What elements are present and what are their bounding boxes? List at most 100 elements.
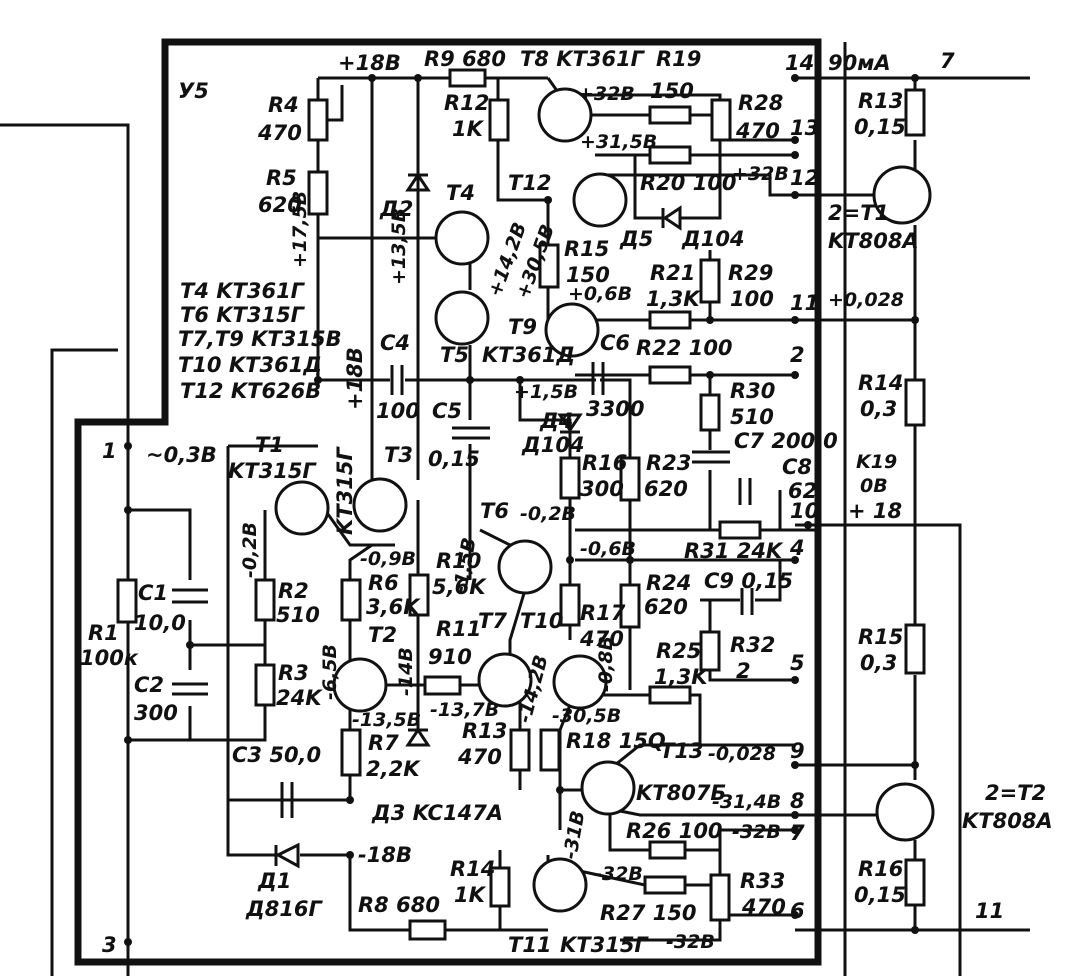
wire-r12	[496, 78, 548, 202]
r16-value: 300	[580, 477, 624, 501]
junction-dot	[791, 74, 799, 82]
junction-dot	[791, 676, 799, 684]
r5-value: 620	[258, 193, 302, 217]
legend-line-2: T6 KT315Г	[180, 303, 306, 327]
junction-dot	[791, 136, 799, 144]
r17-label: R17	[580, 601, 626, 625]
r13-body	[509, 728, 531, 772]
ext-r15-body	[904, 623, 926, 675]
r7-body	[340, 728, 362, 777]
pin-12: 12	[790, 166, 819, 190]
voltage-p0-028: +0,028	[828, 289, 904, 311]
r9-body	[448, 68, 487, 88]
junction-dot	[466, 376, 474, 384]
t11-circle	[532, 857, 588, 913]
r1-value: 100к	[80, 646, 139, 670]
r2-label: R2	[278, 579, 309, 603]
external-wire-left	[0, 123, 130, 976]
pin-4: 4	[789, 536, 805, 560]
c3-plates	[280, 782, 294, 818]
r24-value: 620	[644, 595, 688, 619]
r23-body	[619, 456, 641, 502]
ext-r16-label: R16	[858, 857, 903, 881]
voltage-m13-7: -13,7B	[430, 699, 499, 721]
r27-body	[643, 875, 687, 895]
junction-dot	[791, 761, 799, 769]
d5-type: Д104	[681, 227, 745, 251]
c1-label: C1	[138, 581, 168, 605]
wire-out-pin10	[795, 523, 962, 976]
c9-label: C9 0,15	[704, 569, 793, 593]
c4-label: C4	[380, 331, 410, 355]
junction-dot	[124, 506, 132, 514]
t3-label: T3	[384, 443, 413, 467]
r30-body	[699, 393, 721, 432]
r5-body	[307, 170, 329, 216]
ext-pin-11: 11	[975, 899, 1004, 923]
voltage-m13-5: -13,5B	[352, 709, 421, 731]
t5-circle	[434, 290, 490, 346]
r4-body	[307, 98, 329, 142]
r30-label: R30	[730, 379, 775, 403]
ext-t1-label: 2=T1	[828, 201, 889, 225]
c4-value: 100	[376, 399, 420, 423]
t3-circle	[352, 477, 408, 533]
voltage-p17-5: +17,5B	[289, 191, 311, 268]
resistor-bodies	[116, 68, 926, 941]
t9-label: T9	[508, 315, 537, 339]
r29-label: R29	[728, 261, 773, 285]
junction-dot	[791, 826, 799, 834]
r30-value: 510	[730, 405, 774, 429]
wire-r4-wiper	[328, 85, 344, 122]
rail-plus18: +18B	[338, 51, 401, 75]
t8-circle	[537, 87, 593, 143]
rail-plus18-b: +18B	[343, 347, 367, 410]
pin-8: 8	[790, 789, 805, 813]
d4-symbol	[557, 413, 583, 434]
pin-5: 5	[790, 651, 805, 675]
t10-label: T10	[520, 609, 564, 633]
junction-dot	[346, 851, 354, 859]
d5-label: Д5	[619, 227, 653, 251]
c7-plates	[692, 450, 730, 464]
junction-dot	[124, 442, 132, 450]
rail-plus18-c: + 18	[848, 499, 902, 523]
c5-plates	[452, 426, 490, 440]
voltage-p32: +32B	[578, 83, 635, 105]
wire-r7	[228, 775, 352, 802]
diode-symbols	[274, 172, 682, 869]
wire-c1-top	[128, 508, 192, 580]
r22-body	[648, 365, 692, 385]
r12-body	[488, 98, 510, 142]
r11-value: 910	[428, 645, 472, 669]
r10-body	[408, 573, 430, 617]
c5-value: 0,15	[428, 447, 480, 471]
legend-line-3: T7,T9 KT315B	[178, 327, 342, 351]
wire-r26	[608, 815, 795, 852]
t8-label: T8 KT361Г	[520, 47, 646, 71]
pin-11: 11	[790, 291, 819, 315]
t4-circle	[434, 210, 490, 266]
junction-dot	[791, 371, 799, 379]
r9-label: R9 680	[424, 47, 506, 71]
pin-14: 14	[785, 51, 814, 75]
r1-body	[116, 578, 138, 624]
r17-body	[559, 583, 581, 627]
voltage-p32-b: +32B	[732, 163, 789, 185]
r3-label: R3	[278, 661, 309, 685]
junction-dot	[911, 316, 919, 324]
t5-label: T5	[440, 343, 469, 367]
voltage-m32-c: -32B	[666, 931, 715, 953]
r15-body	[538, 243, 560, 289]
ext-r13-body	[904, 88, 926, 137]
wire-r2	[190, 510, 267, 742]
r4-label: R4	[268, 93, 299, 117]
pin-7: 7	[790, 821, 805, 845]
d1-symbol	[274, 842, 300, 869]
voltage-p31-5: +31,5B	[580, 131, 657, 153]
r28-body	[710, 98, 732, 142]
c1-value: 10,0	[134, 611, 186, 635]
voltage-m0-6: -0,6B	[580, 538, 636, 560]
r14-body	[489, 866, 511, 908]
r15-label: R15	[564, 237, 609, 261]
